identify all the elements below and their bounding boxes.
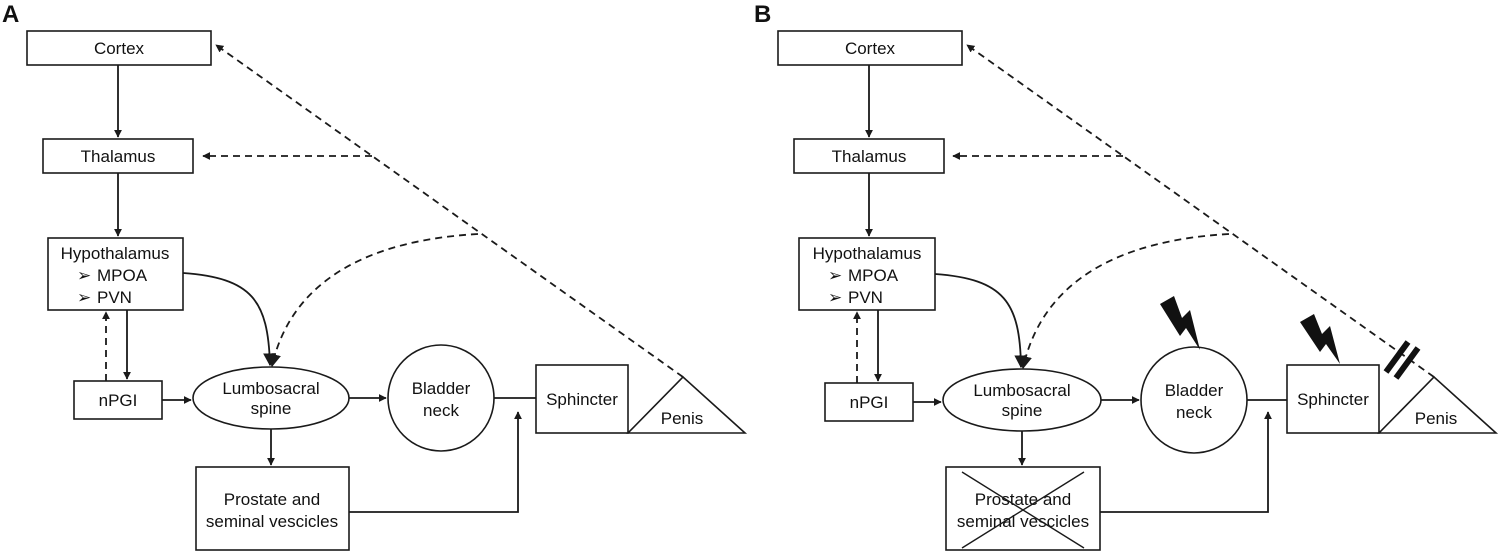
cortex-label: Cortex: [94, 39, 145, 58]
sphincter-label: Sphincter: [1297, 390, 1369, 409]
npgi-node: nPGI: [824, 382, 914, 422]
mpoa-label: MPOA: [97, 266, 148, 285]
prostate-label: seminal vescicles: [957, 512, 1089, 531]
pvn-label: PVN: [97, 288, 132, 307]
bladder-neck-label: neck: [1176, 403, 1212, 422]
npgi-label: nPGI: [99, 391, 138, 410]
prostate-label: Prostate and: [224, 490, 320, 509]
edge-hypothalamus-lumbosacral: [182, 272, 277, 367]
panel-label: A: [2, 1, 19, 28]
thalamus-node: Thalamus: [42, 138, 194, 174]
lightning-bolt-icon: [1160, 296, 1200, 350]
penis-node: Penis: [1377, 375, 1499, 434]
hypothalamus-label: Hypothalamus: [61, 244, 170, 263]
cross-out-mark: [961, 471, 1085, 549]
thalamus-label: Thalamus: [81, 147, 156, 166]
lumbosacral-label: spine: [251, 399, 292, 418]
lumbosacral-label: Lumbosacral: [973, 381, 1070, 400]
bladder-neck-node: Bladder neck: [1140, 346, 1248, 454]
bladder-neck-label: Bladder: [1165, 381, 1224, 400]
penis-node: Penis: [626, 375, 748, 434]
prostate-node: Prostate and seminal vescicles: [195, 466, 350, 551]
prostate-label: Prostate and: [975, 490, 1071, 509]
cortex-node: Cortex: [777, 30, 963, 66]
edge-hypothalamus-lumbosacral: [934, 273, 1028, 369]
bladder-neck-label: neck: [423, 401, 459, 420]
hypothalamus-label: Hypothalamus: [813, 244, 922, 263]
penis-label: Penis: [1415, 409, 1458, 428]
thalamus-node: Thalamus: [793, 138, 945, 174]
edge-afferent-lumbosacral: [268, 233, 479, 368]
panel-a: A Cortex Thalamus Hypothalamus ➢ MPOA ➢ …: [2, 1, 748, 551]
lightning-bolt-icon: [1300, 314, 1340, 364]
prostate-label: seminal vescicles: [206, 512, 338, 531]
penis-label: Penis: [661, 409, 704, 428]
prostate-node: Prostate and seminal vescicles: [945, 466, 1101, 551]
lumbosacral-label: spine: [1002, 401, 1043, 420]
edge-prostate-bladder-sphincter: [349, 411, 522, 513]
sphincter-node: Sphincter: [1286, 364, 1380, 434]
npgi-label: nPGI: [850, 393, 889, 412]
sphincter-label: Sphincter: [546, 390, 618, 409]
npgi-node: nPGI: [73, 380, 163, 420]
bladder-neck-label: Bladder: [412, 379, 471, 398]
hypothalamus-node: Hypothalamus ➢ MPOA ➢ PVN: [798, 237, 936, 311]
cortex-label: Cortex: [845, 39, 896, 58]
edge-penis-cortex: [215, 44, 684, 378]
bullet-icon: ➢: [77, 266, 91, 285]
edge-afferent-lumbosacral: [1019, 233, 1230, 370]
bladder-neck-node: Bladder neck: [387, 344, 495, 452]
bullet-icon: ➢: [77, 288, 91, 307]
panel-b: B Cortex Thalamus Hypothalamus ➢ MPOA ➢ …: [754, 1, 1499, 551]
nerve-cut-icon: [1383, 340, 1421, 380]
pvn-label: PVN: [848, 288, 883, 307]
hypothalamus-node: Hypothalamus ➢ MPOA ➢ PVN: [47, 237, 184, 311]
panel-label: B: [754, 1, 771, 28]
thalamus-label: Thalamus: [832, 147, 907, 166]
bullet-icon: ➢: [828, 266, 842, 285]
cortex-node: Cortex: [26, 30, 212, 66]
lumbosacral-label: Lumbosacral: [222, 379, 319, 398]
sphincter-node: Sphincter: [535, 364, 629, 434]
lumbosacral-node: Lumbosacral spine: [192, 366, 350, 430]
bullet-icon: ➢: [828, 288, 842, 307]
mpoa-label: MPOA: [848, 266, 899, 285]
edge-prostate-bladder-sphincter: [1100, 411, 1272, 513]
lumbosacral-node: Lumbosacral spine: [942, 368, 1102, 432]
